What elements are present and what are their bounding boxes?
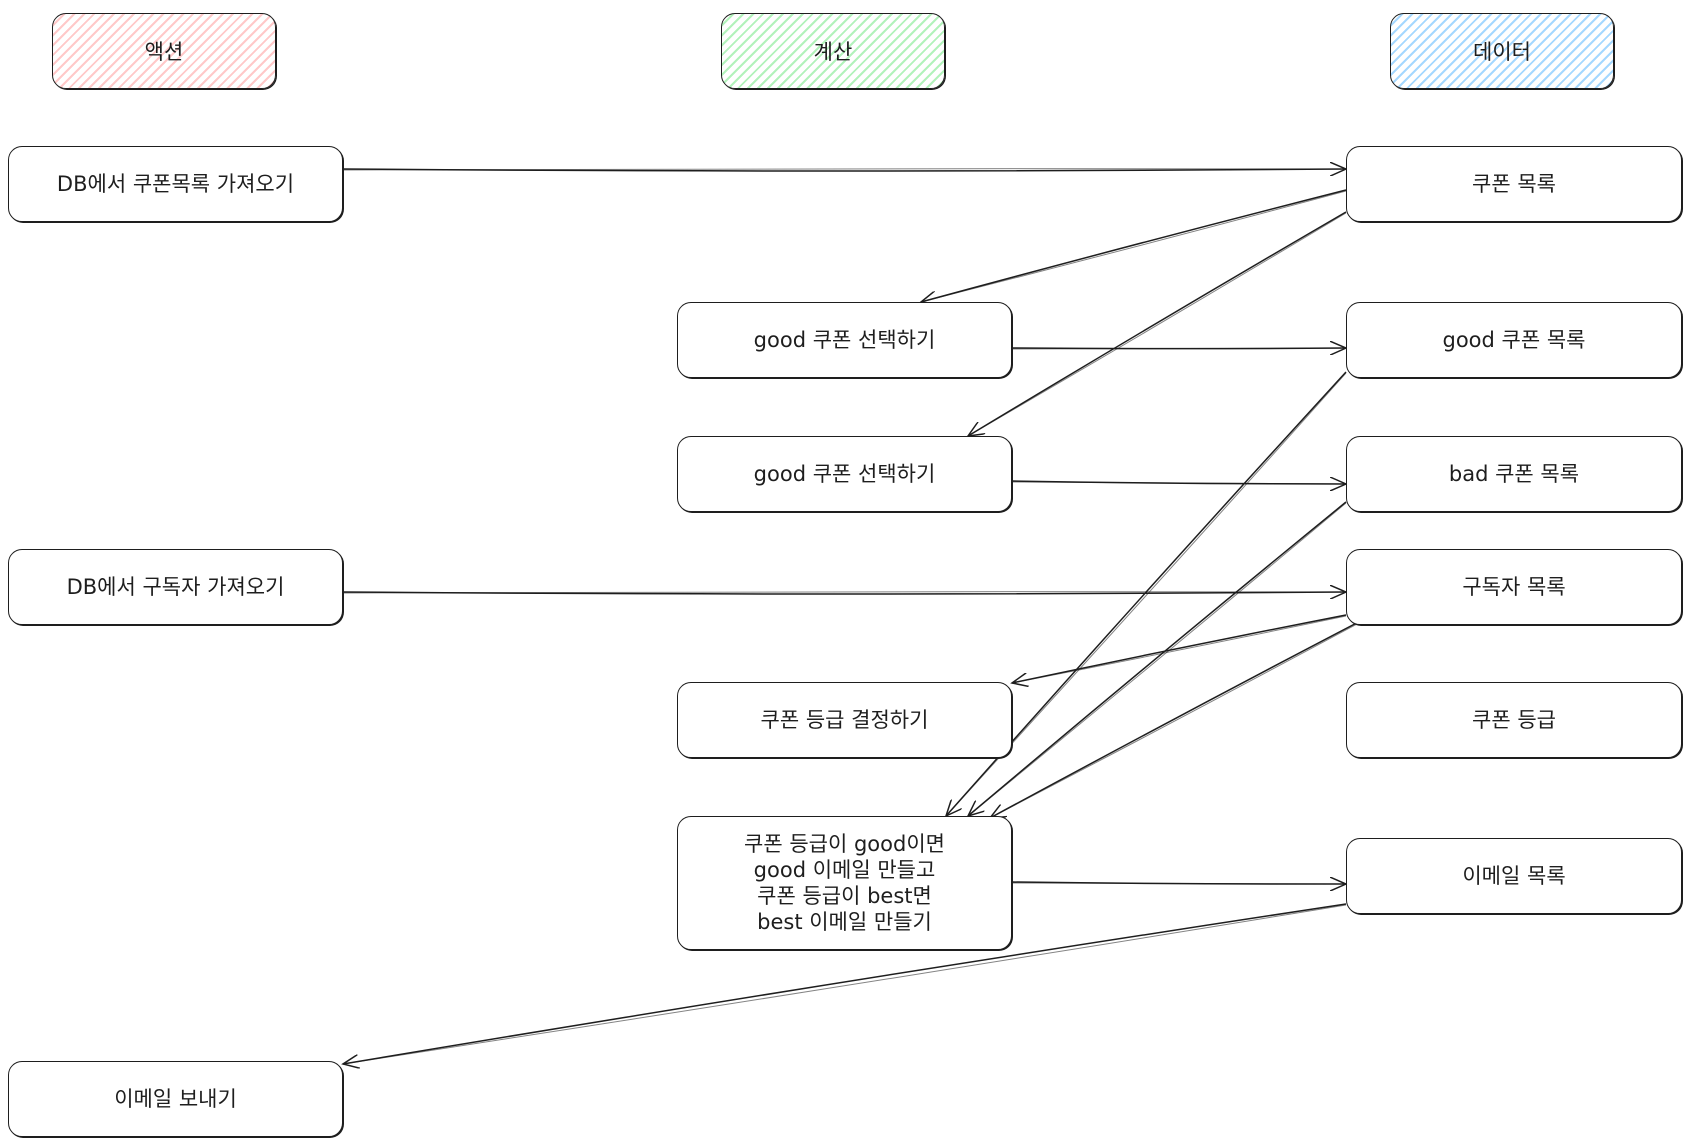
calc-make-emails: 쿠폰 등급이 good이면 good 이메일 만들고 쿠폰 등급이 best면 …	[677, 816, 1012, 950]
action-send-emails: 이메일 보내기	[8, 1061, 343, 1137]
arrow-sketch-data-coupon-list-to-calc-select-good-2	[967, 212, 1347, 437]
data-coupon-rank: 쿠폰 등급	[1346, 682, 1682, 758]
arrow-data-coupon-list-to-calc-select-good-2	[968, 211, 1347, 436]
arrow-sketch-calc-make-emails-to-data-email-list	[1011, 882, 1347, 885]
arrow-sketch-calc-select-good-2-to-data-bad-coupons	[1011, 481, 1347, 485]
arrow-calc-make-emails-to-data-email-list	[1011, 882, 1346, 884]
header-data: 데이터	[1390, 13, 1614, 89]
calc-decide-coupon-rank: 쿠폰 등급 결정하기	[677, 682, 1012, 758]
arrow-data-bad-coupons-to-calc-make-emails	[968, 501, 1347, 816]
data-subscriber-list: 구독자 목록	[1346, 549, 1682, 625]
calc-select-good-coupons-2: good 쿠폰 선택하기	[677, 436, 1012, 512]
data-email-list: 이메일 목록	[1346, 838, 1682, 914]
arrow-sketch-action-fetch-coupons-to-data-coupon-list	[342, 168, 1347, 171]
arrow-sketch-data-coupon-list-to-calc-select-good-1	[920, 190, 1347, 303]
arrow-calc-select-good-1-to-data-good-coupons	[1011, 348, 1346, 349]
arrow-sketch-calc-select-good-1-to-data-good-coupons	[1011, 347, 1347, 350]
data-bad-coupon-list: bad 쿠폰 목록	[1346, 436, 1682, 512]
header-calculation: 계산	[721, 13, 945, 89]
data-coupon-list: 쿠폰 목록	[1346, 146, 1682, 222]
calc-select-good-coupons-1: good 쿠폰 선택하기	[677, 302, 1012, 378]
action-fetch-subscribers: DB에서 구독자 가져오기	[8, 549, 343, 625]
arrow-data-coupon-list-to-calc-select-good-1	[921, 189, 1347, 302]
arrow-data-subscribers-to-calc-make-emails	[990, 615, 1371, 818]
arrow-sketch-data-bad-coupons-to-calc-make-emails	[967, 502, 1347, 817]
arrow-sketch-action-fetch-subscribers-to-data-subscribers	[342, 591, 1347, 594]
arrow-calc-select-good-2-to-data-bad-coupons	[1011, 481, 1346, 484]
arrow-sketch-data-subscribers-to-calc-decide-rank	[1011, 615, 1347, 684]
action-fetch-coupons: DB에서 쿠폰목록 가져오기	[8, 146, 343, 222]
arrow-action-fetch-coupons-to-data-coupon-list	[342, 169, 1346, 171]
arrow-data-subscribers-to-calc-decide-rank	[1012, 614, 1347, 683]
arrow-action-fetch-subscribers-to-data-subscribers	[342, 592, 1346, 594]
data-good-coupon-list: good 쿠폰 목록	[1346, 302, 1682, 378]
header-action: 액션	[52, 13, 276, 89]
arrow-sketch-data-subscribers-to-calc-make-emails	[989, 616, 1371, 819]
